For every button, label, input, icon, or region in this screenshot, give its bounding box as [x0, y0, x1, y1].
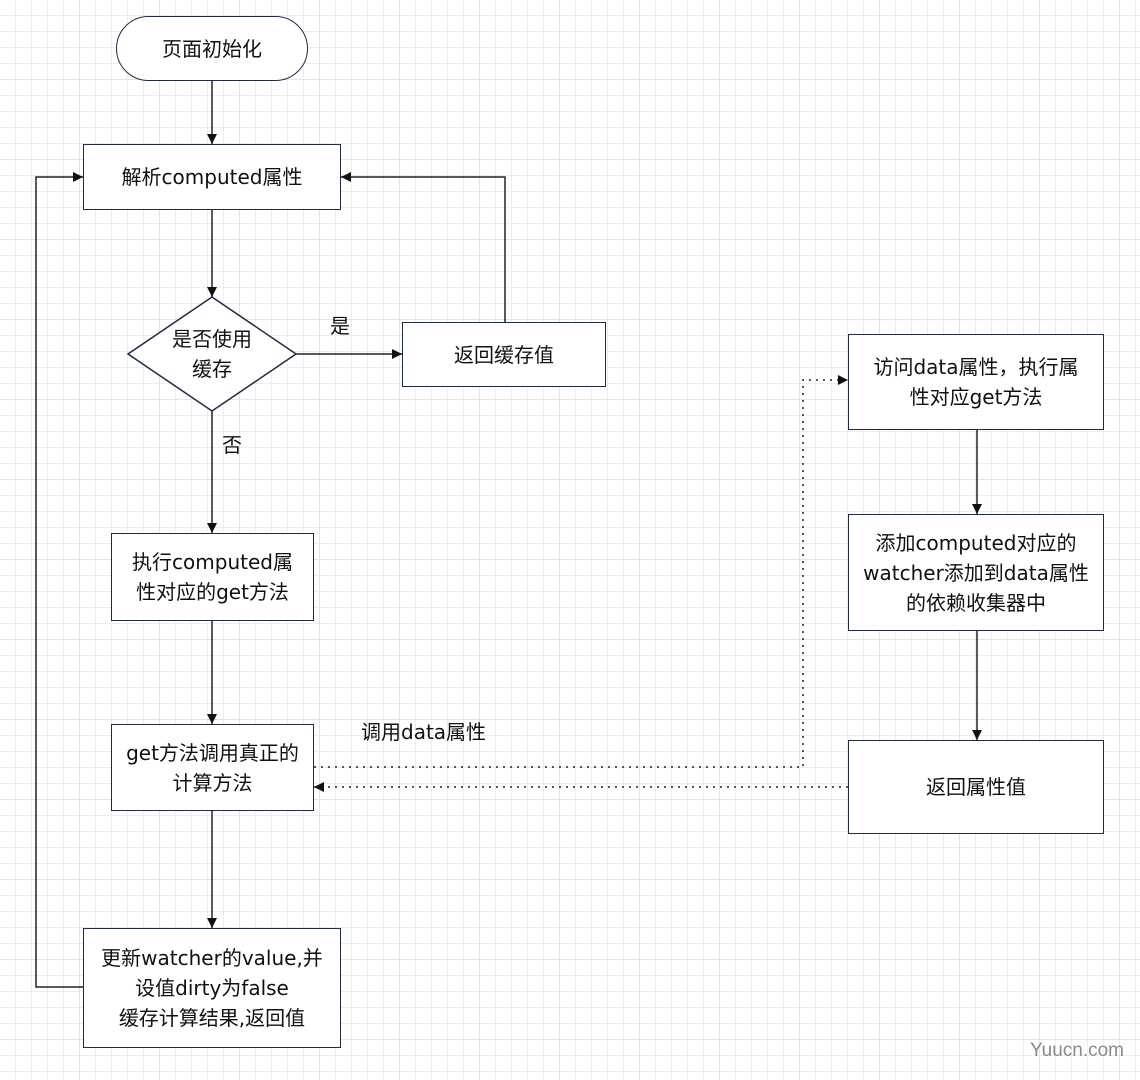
start-node-label: 页面初始化	[162, 36, 262, 61]
return-cache-node: 返回缓存值	[402, 322, 606, 387]
edge-update-loop-back	[35, 172, 83, 988]
exec-get-node: 执行computed属 性对应的get方法	[111, 533, 314, 621]
edge-label-yes: 是	[330, 314, 350, 338]
edge-label-no: 否	[222, 433, 242, 457]
watermark-text: Yuucn.com	[1030, 1040, 1124, 1061]
update-watcher-label: 更新watcher的value,并 设值dirty为false 缓存计算结果,返…	[101, 946, 323, 1030]
return-cache-label: 返回缓存值	[454, 342, 554, 367]
add-watcher-node: 添加computed对应的 watcher添加到data属性 的依赖收集器中	[848, 514, 1104, 631]
edge-cache-back-to-parse	[341, 172, 506, 322]
exec-get-label: 执行computed属 性对应的get方法	[132, 550, 293, 604]
access-data-node: 访问data属性，执行属 性对应get方法	[848, 334, 1104, 430]
edge-label-call-data: 调用data属性	[361, 720, 487, 744]
access-data-label: 访问data属性，执行属 性对应get方法	[873, 355, 1079, 409]
edge-call-data-dotted	[314, 375, 848, 768]
parse-computed-node: 解析computed属性	[83, 144, 341, 210]
start-node: 页面初始化	[116, 16, 308, 81]
return-value-label: 返回属性值	[926, 775, 1026, 799]
update-watcher-node: 更新watcher的value,并 设值dirty为false 缓存计算结果,返…	[83, 928, 341, 1048]
add-watcher-label: 添加computed对应的 watcher添加到data属性 的依赖收集器中	[863, 530, 1089, 615]
use-cache-decision-label: 是否使用 缓存	[172, 327, 252, 381]
parse-computed-label: 解析computed属性	[121, 165, 303, 189]
call-compute-node: get方法调用真正的 计算方法	[111, 724, 314, 811]
return-value-node: 返回属性值	[848, 740, 1104, 834]
call-compute-label: get方法调用真正的 计算方法	[126, 740, 299, 795]
